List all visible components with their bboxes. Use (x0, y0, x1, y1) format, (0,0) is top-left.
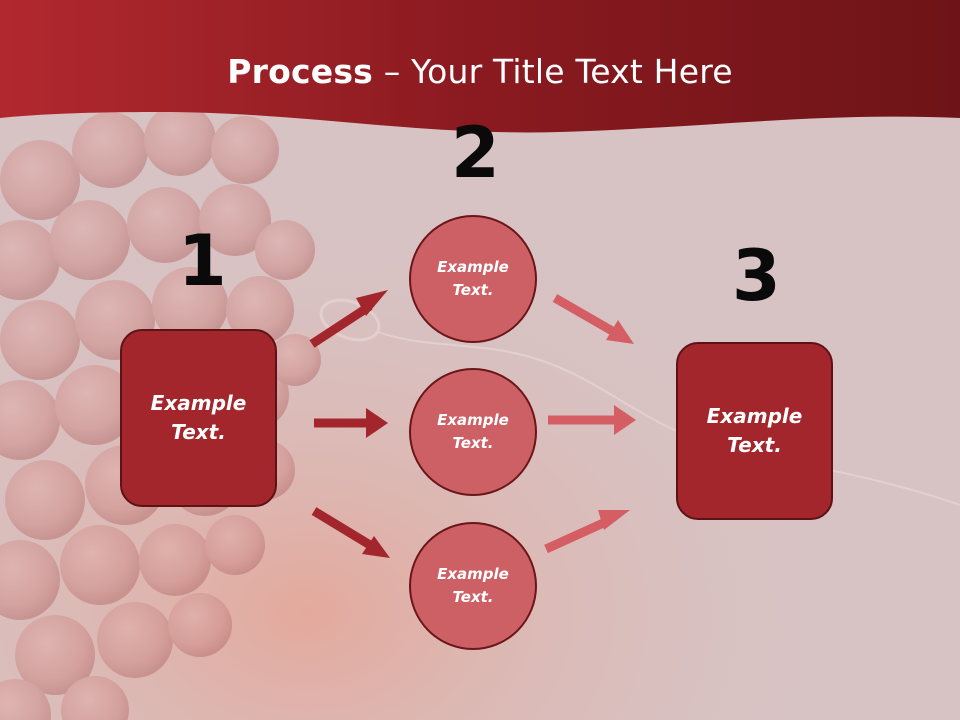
circle-top: Example Text. (409, 215, 537, 343)
title-bold: Process (227, 52, 374, 91)
step-3-number: 3 (732, 235, 781, 317)
step-1-number: 1 (178, 220, 227, 302)
page-title: Process – Your Title Text Here (0, 52, 960, 91)
arrow-bottom-to-right (544, 510, 630, 554)
step-2-number: 2 (451, 112, 500, 194)
circle-bottom: Example Text. (409, 522, 537, 650)
header-band (0, 0, 960, 133)
circle-top-text: Example Text. (437, 258, 509, 299)
arrow-middle-to-right (548, 405, 636, 435)
circle-middle-text: Example Text. (437, 411, 509, 452)
circle-middle: Example Text. (409, 368, 537, 496)
title-rest: – Your Title Text Here (373, 52, 733, 91)
right-step-box: Example Text. (676, 342, 833, 520)
circle-bottom-text: Example Text. (437, 565, 509, 606)
right-step-text: Example Text. (706, 404, 803, 457)
arrow-left-to-middle (314, 408, 388, 438)
arrow-top-to-right (552, 294, 634, 344)
arrow-left-to-top (309, 290, 388, 348)
arrow-left-to-bottom (311, 507, 390, 558)
left-step-text: Example Text. (150, 391, 247, 444)
left-step-box: Example Text. (120, 329, 277, 507)
